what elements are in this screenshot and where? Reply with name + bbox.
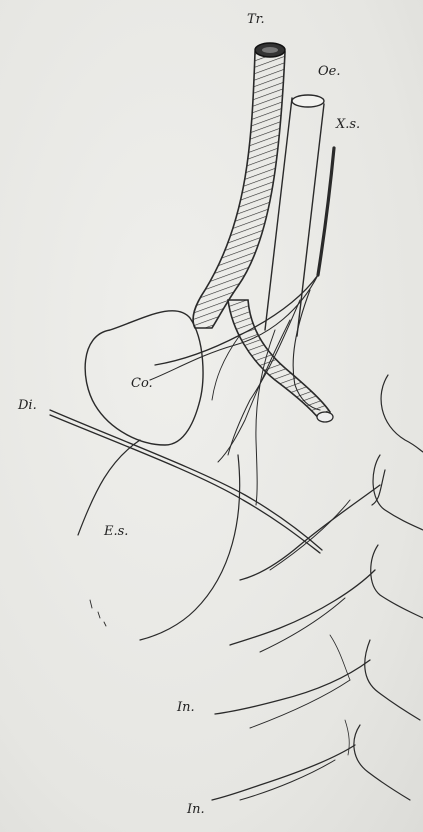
label-cor: Co. bbox=[131, 376, 153, 391]
label-intercostal-upper: In. bbox=[177, 700, 195, 715]
label-trachea: Tr. bbox=[247, 12, 265, 27]
rib-outlines bbox=[354, 375, 423, 800]
label-es: E.s. bbox=[104, 524, 128, 539]
label-diaphragm: Di. bbox=[18, 398, 37, 413]
label-intercostal-lower: In. bbox=[187, 802, 205, 817]
trachea bbox=[193, 43, 285, 328]
es-contours bbox=[78, 440, 240, 640]
diaphragm bbox=[50, 410, 322, 553]
label-vagus: X.s. bbox=[336, 117, 360, 132]
bronchus-right bbox=[228, 300, 333, 422]
label-oesophagus: Oe. bbox=[318, 64, 340, 79]
